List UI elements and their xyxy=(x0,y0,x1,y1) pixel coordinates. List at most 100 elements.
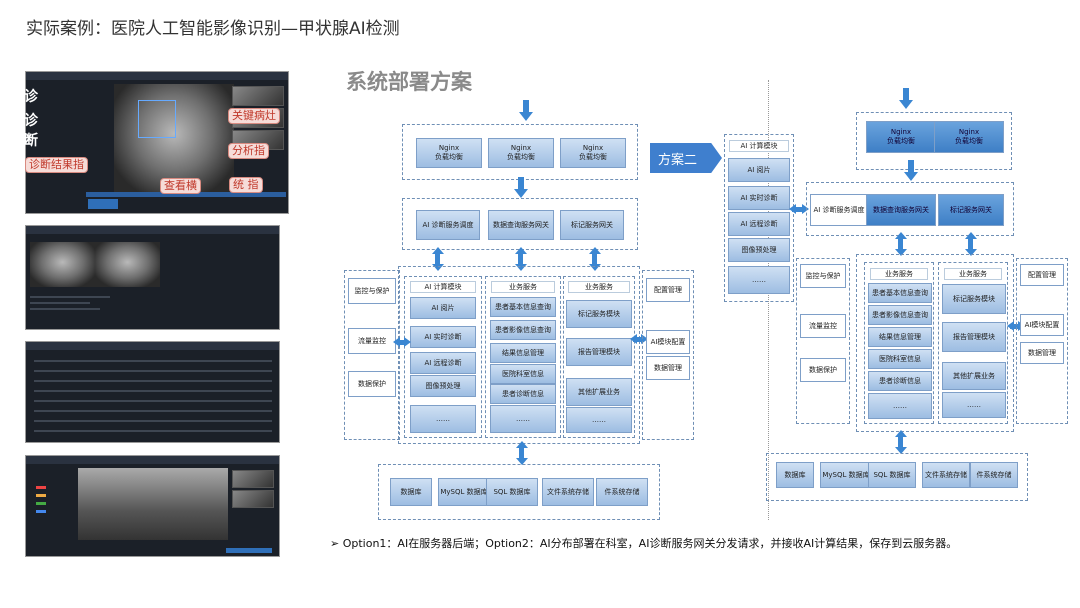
biz2-item: 标记服务模块 xyxy=(566,300,632,328)
config-box: AI模块配置 xyxy=(646,330,690,354)
label-key-lesion: 关键病灶 xyxy=(228,108,280,124)
thumbnail[interactable] xyxy=(232,490,274,508)
storage-box: SQL 数据库 xyxy=(486,478,538,506)
roi-box xyxy=(138,100,176,138)
biz-item-2: 患者基本信息查询 xyxy=(868,283,932,303)
biz2-item-2: 报告管理模块 xyxy=(942,322,1006,352)
app-toolbar xyxy=(26,456,279,464)
bullet-icon: ➢ xyxy=(330,537,340,550)
ai-item-2: AI 远程诊断 xyxy=(728,212,790,236)
plan2-badge: 方案二 xyxy=(650,143,722,173)
thumbnail[interactable] xyxy=(232,470,274,488)
biz-zone-2 xyxy=(864,262,934,424)
screenshot-annotate xyxy=(25,455,280,557)
ai-item: AI 远程诊断 xyxy=(410,352,476,374)
storage-box: 件系统存储 xyxy=(596,478,648,506)
biz-item: 患者诊断信息 xyxy=(490,384,556,404)
page-title: 实际案例：医院人工智能影像识别—甲状腺AI检测 xyxy=(26,19,400,39)
biz-item-2: 医院科室信息 xyxy=(868,349,932,369)
biz2-zone xyxy=(563,276,635,438)
biz2-header-2: 业务服务 xyxy=(944,268,1002,280)
nginx-box-2: Nginx 负载均衡 xyxy=(866,121,936,153)
storage-zone-2 xyxy=(766,453,1028,501)
biz2-item-2: 标记服务模块 xyxy=(942,284,1006,314)
diagram-subtitle: 系统部署方案 xyxy=(346,70,472,94)
biz-item: …… xyxy=(490,405,556,433)
left-zone xyxy=(344,270,400,440)
biz2-item: 其他扩展业务 xyxy=(566,378,632,406)
timeline-bar[interactable] xyxy=(86,192,286,197)
label-analysis: 分析指 xyxy=(228,143,269,159)
biz2-item-2: …… xyxy=(942,392,1006,418)
footnote-text: Option1：AI在服务器后端；Option2：AI分布部署在科室，AI诊断服… xyxy=(342,537,958,550)
config-box-2: 数据管理 xyxy=(1020,342,1064,364)
storage-box: MySQL 数据库 xyxy=(438,478,490,506)
down-arrow xyxy=(904,160,918,182)
biz2-zone-2 xyxy=(938,262,1008,424)
biz2-item-2: 其他扩展业务 xyxy=(942,362,1006,390)
storage-box: 文件系统存储 xyxy=(542,478,594,506)
ghost-label: 诊 xyxy=(24,113,38,129)
nginx-box: Nginx 负载均衡 xyxy=(488,138,554,168)
biz-item: 医院科室信息 xyxy=(490,364,556,384)
label-stats: 统 指 xyxy=(229,177,263,193)
monitor-box-2: 监控与保护 xyxy=(800,264,846,288)
app-toolbar xyxy=(26,72,288,80)
monitor-box-2: 数据保护 xyxy=(800,358,846,382)
ai-item-2: …… xyxy=(728,266,790,294)
storage-box-2: 件系统存储 xyxy=(970,462,1018,488)
config-box: 配置管理 xyxy=(646,278,690,302)
down-arrow xyxy=(514,177,528,199)
save-button[interactable] xyxy=(226,548,272,553)
ai-item: AI 阅片 xyxy=(410,297,476,319)
monitor-box-2: 流量监控 xyxy=(800,314,846,338)
right-zone xyxy=(642,270,694,440)
nginx-box: Nginx 负载均衡 xyxy=(560,138,626,168)
ai-item: …… xyxy=(410,405,476,433)
thumbnail[interactable] xyxy=(232,86,284,106)
config-box: 数据管理 xyxy=(646,356,690,380)
screenshot-compare xyxy=(25,225,280,330)
label-view: 查看横 xyxy=(160,178,201,194)
biz-item: 患者影像信息查询 xyxy=(490,320,556,340)
ai-module-zone-2 xyxy=(724,134,794,302)
nginx-box: Nginx 负载均衡 xyxy=(416,138,482,168)
config-box-2: 配置管理 xyxy=(1020,264,1064,286)
biz2-item: 报告管理模块 xyxy=(566,338,632,366)
gateway-box-2: 标记服务网关 xyxy=(938,194,1004,226)
ultrasound-image xyxy=(30,242,95,287)
right-zone-2 xyxy=(1016,258,1068,424)
footnote: ➢ Option1：AI在服务器后端；Option2：AI分布部署在科室，AI诊… xyxy=(330,535,957,551)
biz2-header: 业务服务 xyxy=(568,281,630,293)
biz-header: 业务服务 xyxy=(491,281,555,293)
ghost-label: 断 xyxy=(24,133,38,149)
ai-item-2: AI 阅片 xyxy=(728,158,790,182)
ghost-label: 诊 xyxy=(24,89,38,105)
screenshot-list xyxy=(25,341,280,443)
biz2-item: …… xyxy=(566,407,632,433)
storage-zone xyxy=(378,464,660,520)
biz-zone xyxy=(485,276,561,438)
ultrasound-image xyxy=(95,242,160,287)
gateway-box: 数据查询服务网关 xyxy=(488,210,554,240)
down-arrow xyxy=(519,100,533,122)
monitor-box: 流量监控 xyxy=(348,328,396,354)
storage-box-2: 文件系统存储 xyxy=(922,462,970,488)
biz-item-2: 患者诊断信息 xyxy=(868,371,932,391)
gateway-box-2: 数据查询服务网关 xyxy=(866,194,936,226)
ai-module-zone xyxy=(404,276,482,438)
ai-item: AI 实时诊断 xyxy=(410,326,476,348)
nginx-box-2: Nginx 负载均衡 xyxy=(934,121,1004,153)
monitor-box: 数据保护 xyxy=(348,371,396,397)
gateway-box: 标记服务网关 xyxy=(560,210,624,240)
label-diag-result: 诊断结果指 xyxy=(25,157,88,173)
ultrasound-image xyxy=(78,468,228,540)
storage-box: 数据库 xyxy=(390,478,432,506)
ultrasound-image xyxy=(114,84,234,194)
ai-module-header: AI 计算模块 xyxy=(410,281,476,293)
storage-box-2: MySQL 数据库 xyxy=(820,462,872,488)
nginx-zone-2 xyxy=(856,112,1012,170)
biz-item: 患者基本信息查询 xyxy=(490,297,556,317)
ai-item-2: AI 实时诊断 xyxy=(728,186,790,210)
play-button[interactable] xyxy=(88,199,118,209)
